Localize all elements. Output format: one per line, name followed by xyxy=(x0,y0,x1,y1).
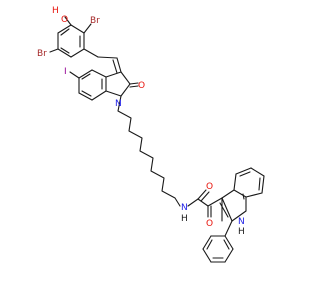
indole-ring xyxy=(219,167,265,222)
amide-hydrogen-label: H xyxy=(181,214,188,224)
dibromophenol-ring xyxy=(57,24,85,58)
structure-canvas: H O Br Br I O N N H O O N H xyxy=(37,6,265,263)
indole-hydrogen-label: H xyxy=(238,227,245,237)
hydroxyl-o-label: O xyxy=(61,15,68,25)
bromine-top-label: Br xyxy=(90,16,100,26)
oxindole-oxygen-label: O xyxy=(138,81,145,91)
methylidene-bridge xyxy=(97,56,122,74)
oxindole-nitrogen-label: N xyxy=(115,99,122,109)
indole-nitrogen-label: N xyxy=(238,217,245,227)
bromine-left-label: Br xyxy=(37,49,47,59)
alkyl-chain xyxy=(117,95,181,207)
molecule-diagram: H O Br Br I O N N H O O N H xyxy=(37,6,265,263)
hydroxyl-h-label: H xyxy=(52,6,59,16)
glyoxamide-linker xyxy=(187,189,223,218)
phenyl-ring xyxy=(202,197,234,263)
keto-oxygen-label: O xyxy=(206,219,213,229)
amide-nitrogen-label: N xyxy=(181,203,188,213)
amide-oxygen-label: O xyxy=(206,182,213,192)
ring-substituents xyxy=(49,16,99,58)
iodine-label: I xyxy=(64,67,67,77)
oxindole-core xyxy=(69,69,139,101)
